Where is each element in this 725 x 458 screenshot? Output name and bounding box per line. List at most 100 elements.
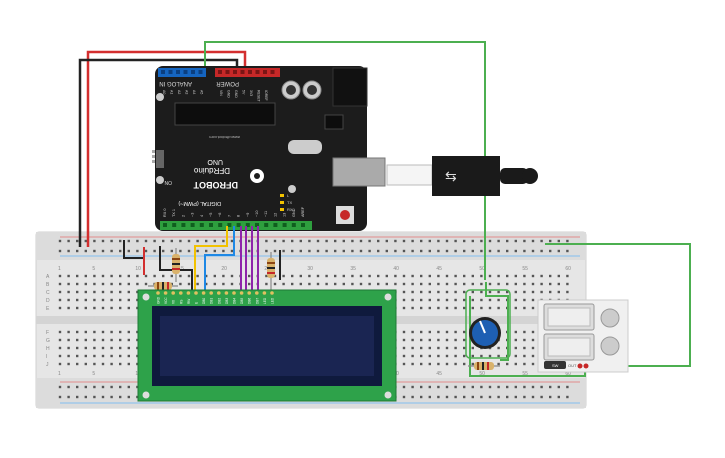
- digital-pin[interactable]: [245, 223, 250, 227]
- rail-hole[interactable]: [282, 239, 285, 243]
- breadboard-hole[interactable]: [514, 306, 517, 310]
- rail-hole[interactable]: [265, 239, 268, 243]
- red-wire-5v[interactable]: [86, 50, 247, 247]
- rail-hole[interactable]: [454, 239, 457, 243]
- breadboard-hole[interactable]: [471, 274, 474, 278]
- breadboard-hole[interactable]: [506, 362, 509, 366]
- breadboard-hole[interactable]: [119, 274, 122, 278]
- breadboard-hole[interactable]: [497, 354, 500, 358]
- breadboard-hole[interactable]: [136, 306, 139, 310]
- breadboard-hole[interactable]: [248, 282, 251, 286]
- rail-hole[interactable]: [488, 249, 492, 253]
- rail-hole[interactable]: [437, 239, 440, 243]
- breadboard-hole[interactable]: [402, 346, 406, 350]
- breadboard-hole[interactable]: [110, 274, 113, 278]
- breadboard-hole[interactable]: [67, 338, 70, 342]
- breadboard-hole[interactable]: [531, 274, 535, 278]
- rail-hole[interactable]: [84, 239, 87, 243]
- breadboard-hole[interactable]: [402, 306, 406, 310]
- breadboard-hole[interactable]: [101, 298, 105, 302]
- rail-hole[interactable]: [420, 249, 423, 253]
- rail-hole[interactable]: [420, 395, 423, 399]
- rail-hole[interactable]: [334, 239, 337, 243]
- breadboard-hole[interactable]: [463, 362, 466, 366]
- breadboard-hole[interactable]: [67, 346, 70, 350]
- rail-hole[interactable]: [411, 395, 414, 399]
- breadboard-hole[interactable]: [76, 354, 79, 358]
- rail-hole[interactable]: [127, 395, 130, 399]
- breadboard-hole[interactable]: [136, 362, 139, 366]
- breadboard-hole[interactable]: [523, 306, 526, 310]
- rail-hole[interactable]: [428, 249, 431, 253]
- breadboard-hole[interactable]: [488, 298, 492, 302]
- breadboard-hole[interactable]: [325, 274, 328, 278]
- breadboard-hole[interactable]: [368, 274, 371, 278]
- rail-hole[interactable]: [377, 239, 380, 243]
- breadboard-hole[interactable]: [93, 290, 96, 294]
- breadboard-hole[interactable]: [93, 282, 96, 286]
- breadboard-hole[interactable]: [523, 354, 526, 358]
- breadboard-hole[interactable]: [540, 290, 543, 294]
- breadboard-hole[interactable]: [445, 306, 449, 310]
- breadboard-hole[interactable]: [58, 330, 62, 334]
- rail-hole[interactable]: [136, 239, 139, 243]
- rail-hole[interactable]: [445, 385, 449, 389]
- breadboard-hole[interactable]: [523, 362, 526, 366]
- rail-hole[interactable]: [101, 385, 105, 389]
- breadboard-hole[interactable]: [497, 362, 500, 366]
- breadboard-hole[interactable]: [463, 274, 466, 278]
- breadboard-hole[interactable]: [119, 282, 122, 286]
- rail-hole[interactable]: [454, 385, 457, 389]
- rail-hole[interactable]: [119, 385, 122, 389]
- rail-hole[interactable]: [308, 239, 311, 243]
- resistor[interactable]: [267, 252, 275, 290]
- breadboard-hole[interactable]: [119, 306, 122, 310]
- breadboard-hole[interactable]: [84, 338, 87, 342]
- rail-hole[interactable]: [540, 249, 543, 253]
- digital-pin[interactable]: [236, 223, 241, 227]
- rail-hole[interactable]: [205, 249, 208, 253]
- breadboard-hole[interactable]: [230, 274, 234, 278]
- breadboard-hole[interactable]: [471, 282, 474, 286]
- header-pin[interactable]: [263, 70, 267, 74]
- breadboard-hole[interactable]: [308, 274, 311, 278]
- breadboard-hole[interactable]: [127, 338, 130, 342]
- rail-hole[interactable]: [76, 395, 79, 399]
- breadboard-hole[interactable]: [265, 282, 268, 286]
- rail-hole[interactable]: [471, 249, 474, 253]
- header-pin[interactable]: [161, 70, 165, 74]
- breadboard-hole[interactable]: [506, 274, 509, 278]
- breadboard-hole[interactable]: [454, 338, 457, 342]
- lcd-pin[interactable]: [270, 291, 274, 295]
- breadboard-hole[interactable]: [93, 338, 96, 342]
- rail-hole[interactable]: [93, 395, 96, 399]
- breadboard-hole[interactable]: [531, 306, 535, 310]
- breadboard-hole[interactable]: [222, 282, 225, 286]
- breadboard-hole[interactable]: [420, 298, 423, 302]
- breadboard-hole[interactable]: [411, 298, 414, 302]
- breadboard-hole[interactable]: [531, 298, 535, 302]
- rail-hole[interactable]: [101, 395, 105, 399]
- breadboard-hole[interactable]: [58, 290, 62, 294]
- breadboard-hole[interactable]: [531, 330, 535, 334]
- rail-hole[interactable]: [549, 395, 552, 399]
- breadboard-hole[interactable]: [523, 330, 526, 334]
- lcd-pin[interactable]: [186, 291, 191, 295]
- usb-cable[interactable]: ⇆: [332, 156, 538, 196]
- rail-hole[interactable]: [480, 239, 483, 243]
- breadboard-hole[interactable]: [497, 346, 500, 350]
- breadboard-hole[interactable]: [514, 362, 517, 366]
- breadboard-hole[interactable]: [437, 298, 440, 302]
- breadboard-hole[interactable]: [454, 282, 457, 286]
- breadboard-hole[interactable]: [471, 354, 474, 358]
- breadboard-hole[interactable]: [144, 282, 148, 286]
- digital-pin[interactable]: [218, 223, 223, 227]
- breadboard-hole[interactable]: [463, 290, 466, 294]
- breadboard-hole[interactable]: [497, 282, 500, 286]
- rail-hole[interactable]: [230, 249, 234, 253]
- breadboard-hole[interactable]: [540, 282, 543, 286]
- breadboard-hole[interactable]: [351, 282, 354, 286]
- breadboard-hole[interactable]: [420, 338, 423, 342]
- breadboard-hole[interactable]: [531, 338, 535, 342]
- breadboard-hole[interactable]: [334, 274, 337, 278]
